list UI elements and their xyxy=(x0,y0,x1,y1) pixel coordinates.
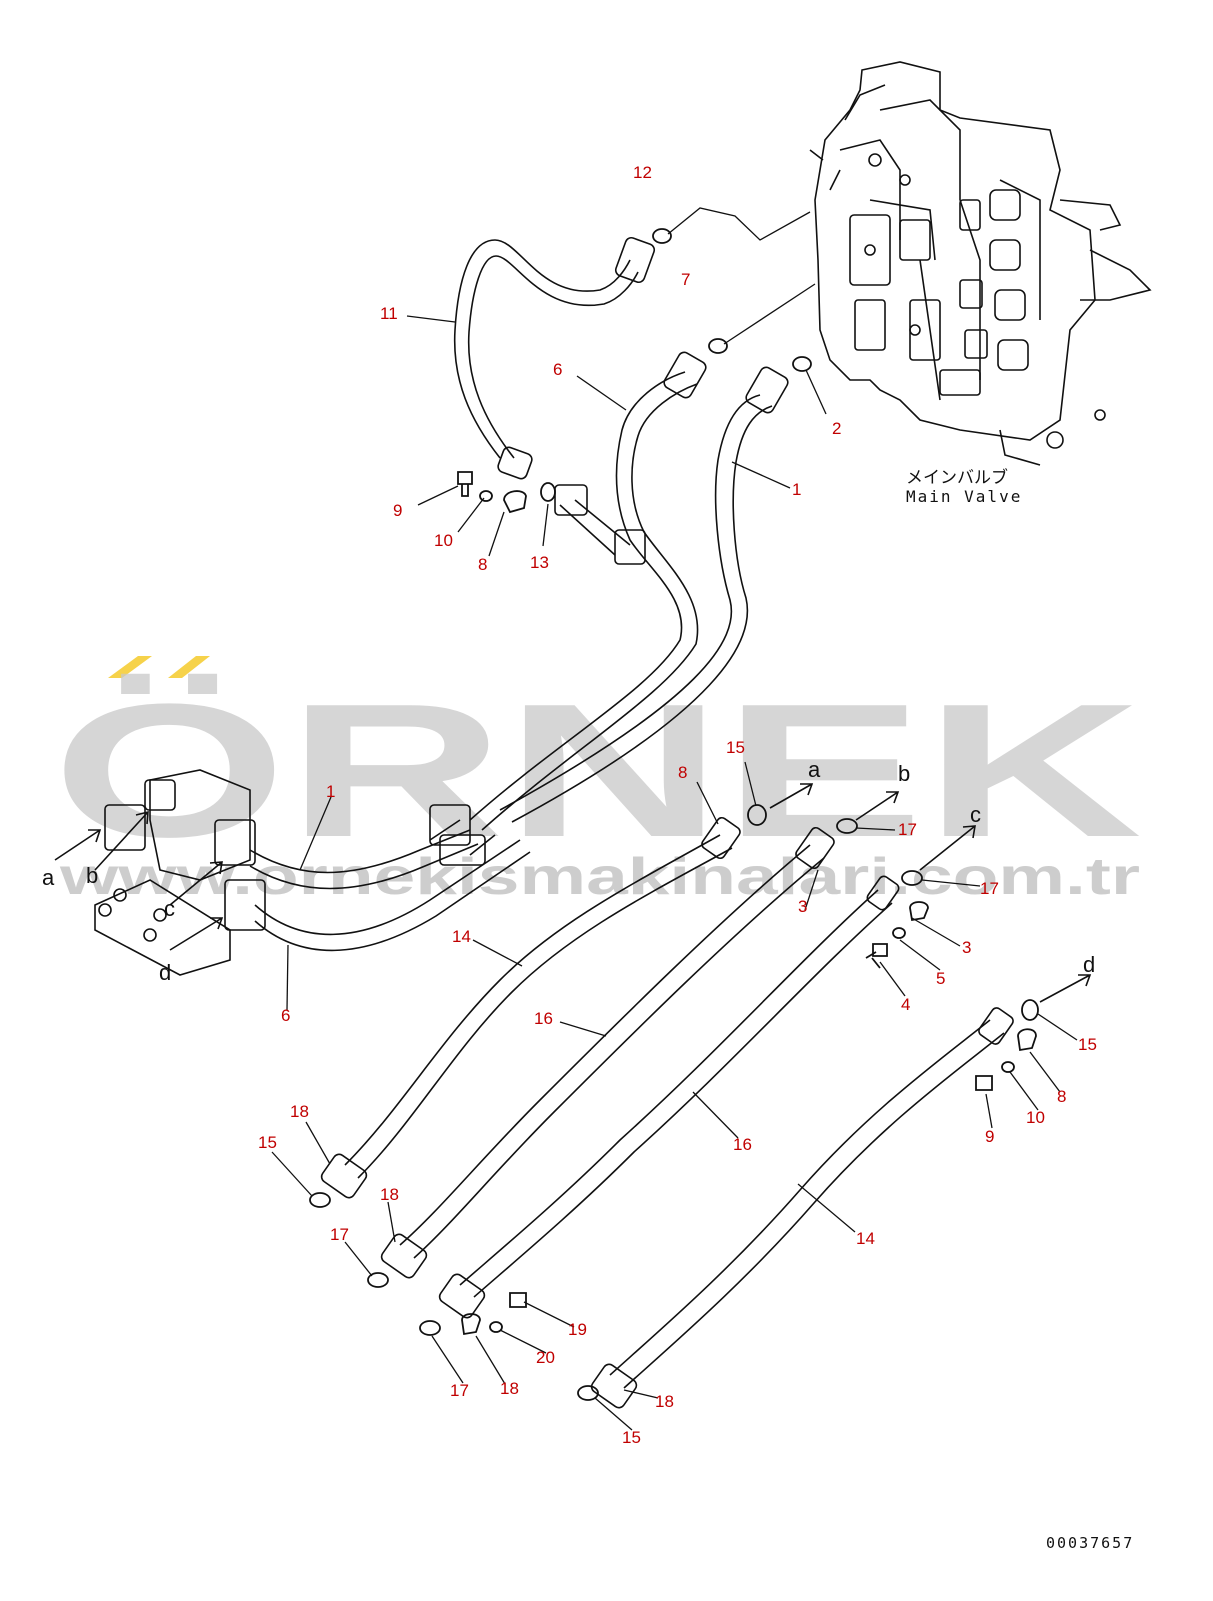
callout-16: 16 xyxy=(733,1135,752,1154)
hoses-lower xyxy=(320,816,1014,1409)
callout-9: 9 xyxy=(393,501,402,520)
callout-6: 6 xyxy=(281,1006,290,1025)
callout-15: 15 xyxy=(258,1133,277,1152)
conn-label-c-right: c xyxy=(970,802,981,827)
callout-6: 6 xyxy=(553,360,562,379)
conn-label-d-right: d xyxy=(1083,952,1095,977)
main-valve-label-jp: メインバルブ xyxy=(906,467,1008,488)
callout-10: 10 xyxy=(434,531,453,550)
callout-18: 18 xyxy=(655,1392,674,1411)
conn-label-a-right: a xyxy=(808,757,821,782)
conn-label-b-right: b xyxy=(898,761,910,786)
callout-20: 20 xyxy=(536,1348,555,1367)
watermark-accent-left xyxy=(108,656,152,678)
callout-14: 14 xyxy=(856,1229,875,1248)
callout-8: 8 xyxy=(1057,1087,1066,1106)
connection-letters: a b c d a b c d xyxy=(42,757,1095,985)
pipes-upper xyxy=(249,236,789,952)
callout-8: 8 xyxy=(478,555,487,574)
callout-numbers: 12 7 11 6 2 1 9 10 8 13 1 8 15 17 17 3 3… xyxy=(258,163,1097,1447)
callout-17: 17 xyxy=(980,879,999,898)
callout-3: 3 xyxy=(798,897,807,916)
conn-label-d-left: d xyxy=(159,960,171,985)
conn-label-a-left: a xyxy=(42,865,55,890)
callout-15: 15 xyxy=(1078,1035,1097,1054)
callout-13: 13 xyxy=(530,553,549,572)
callout-17: 17 xyxy=(450,1381,469,1400)
main-valve-label-en: Main Valve xyxy=(906,487,1022,506)
callout-18: 18 xyxy=(380,1185,399,1204)
small-parts xyxy=(309,228,1039,1401)
conn-label-c-left: c xyxy=(164,896,175,921)
callout-18: 18 xyxy=(290,1102,309,1121)
callout-5: 5 xyxy=(936,969,945,988)
main-valve-label: メインバルブ Main Valve xyxy=(906,467,1022,506)
main-valve-drawing xyxy=(809,61,1152,466)
callout-4: 4 xyxy=(901,995,910,1014)
drawing-number: 00037657 xyxy=(1046,1534,1134,1552)
callout-17: 17 xyxy=(330,1225,349,1244)
leader-lines xyxy=(271,207,1078,1431)
callout-14: 14 xyxy=(452,927,471,946)
callout-9: 9 xyxy=(985,1127,994,1146)
callout-12: 12 xyxy=(633,163,652,182)
callout-19: 19 xyxy=(568,1320,587,1339)
callout-2: 2 xyxy=(832,419,841,438)
watermark-title: ÖRNEK xyxy=(52,665,1142,877)
callout-7: 7 xyxy=(681,270,690,289)
callout-16: 16 xyxy=(534,1009,553,1028)
watermark-url: www.ornekismakinalari.com.tr xyxy=(59,848,1140,906)
callout-10: 10 xyxy=(1026,1108,1045,1127)
callout-15: 15 xyxy=(726,738,745,757)
callout-18: 18 xyxy=(500,1379,519,1398)
watermark-accent-right xyxy=(168,656,210,678)
callout-1: 1 xyxy=(326,782,335,801)
junction-block xyxy=(94,769,266,976)
callout-1: 1 xyxy=(792,480,801,499)
callout-15: 15 xyxy=(622,1428,641,1447)
callout-17: 17 xyxy=(898,820,917,839)
connection-arrows xyxy=(54,783,1092,1003)
conn-label-b-left: b xyxy=(86,863,98,888)
callout-8: 8 xyxy=(678,763,687,782)
watermark: ÖRNEK www.ornekismakinalari.com.tr xyxy=(52,656,1142,906)
callout-11: 11 xyxy=(380,304,398,323)
callout-3: 3 xyxy=(962,938,971,957)
